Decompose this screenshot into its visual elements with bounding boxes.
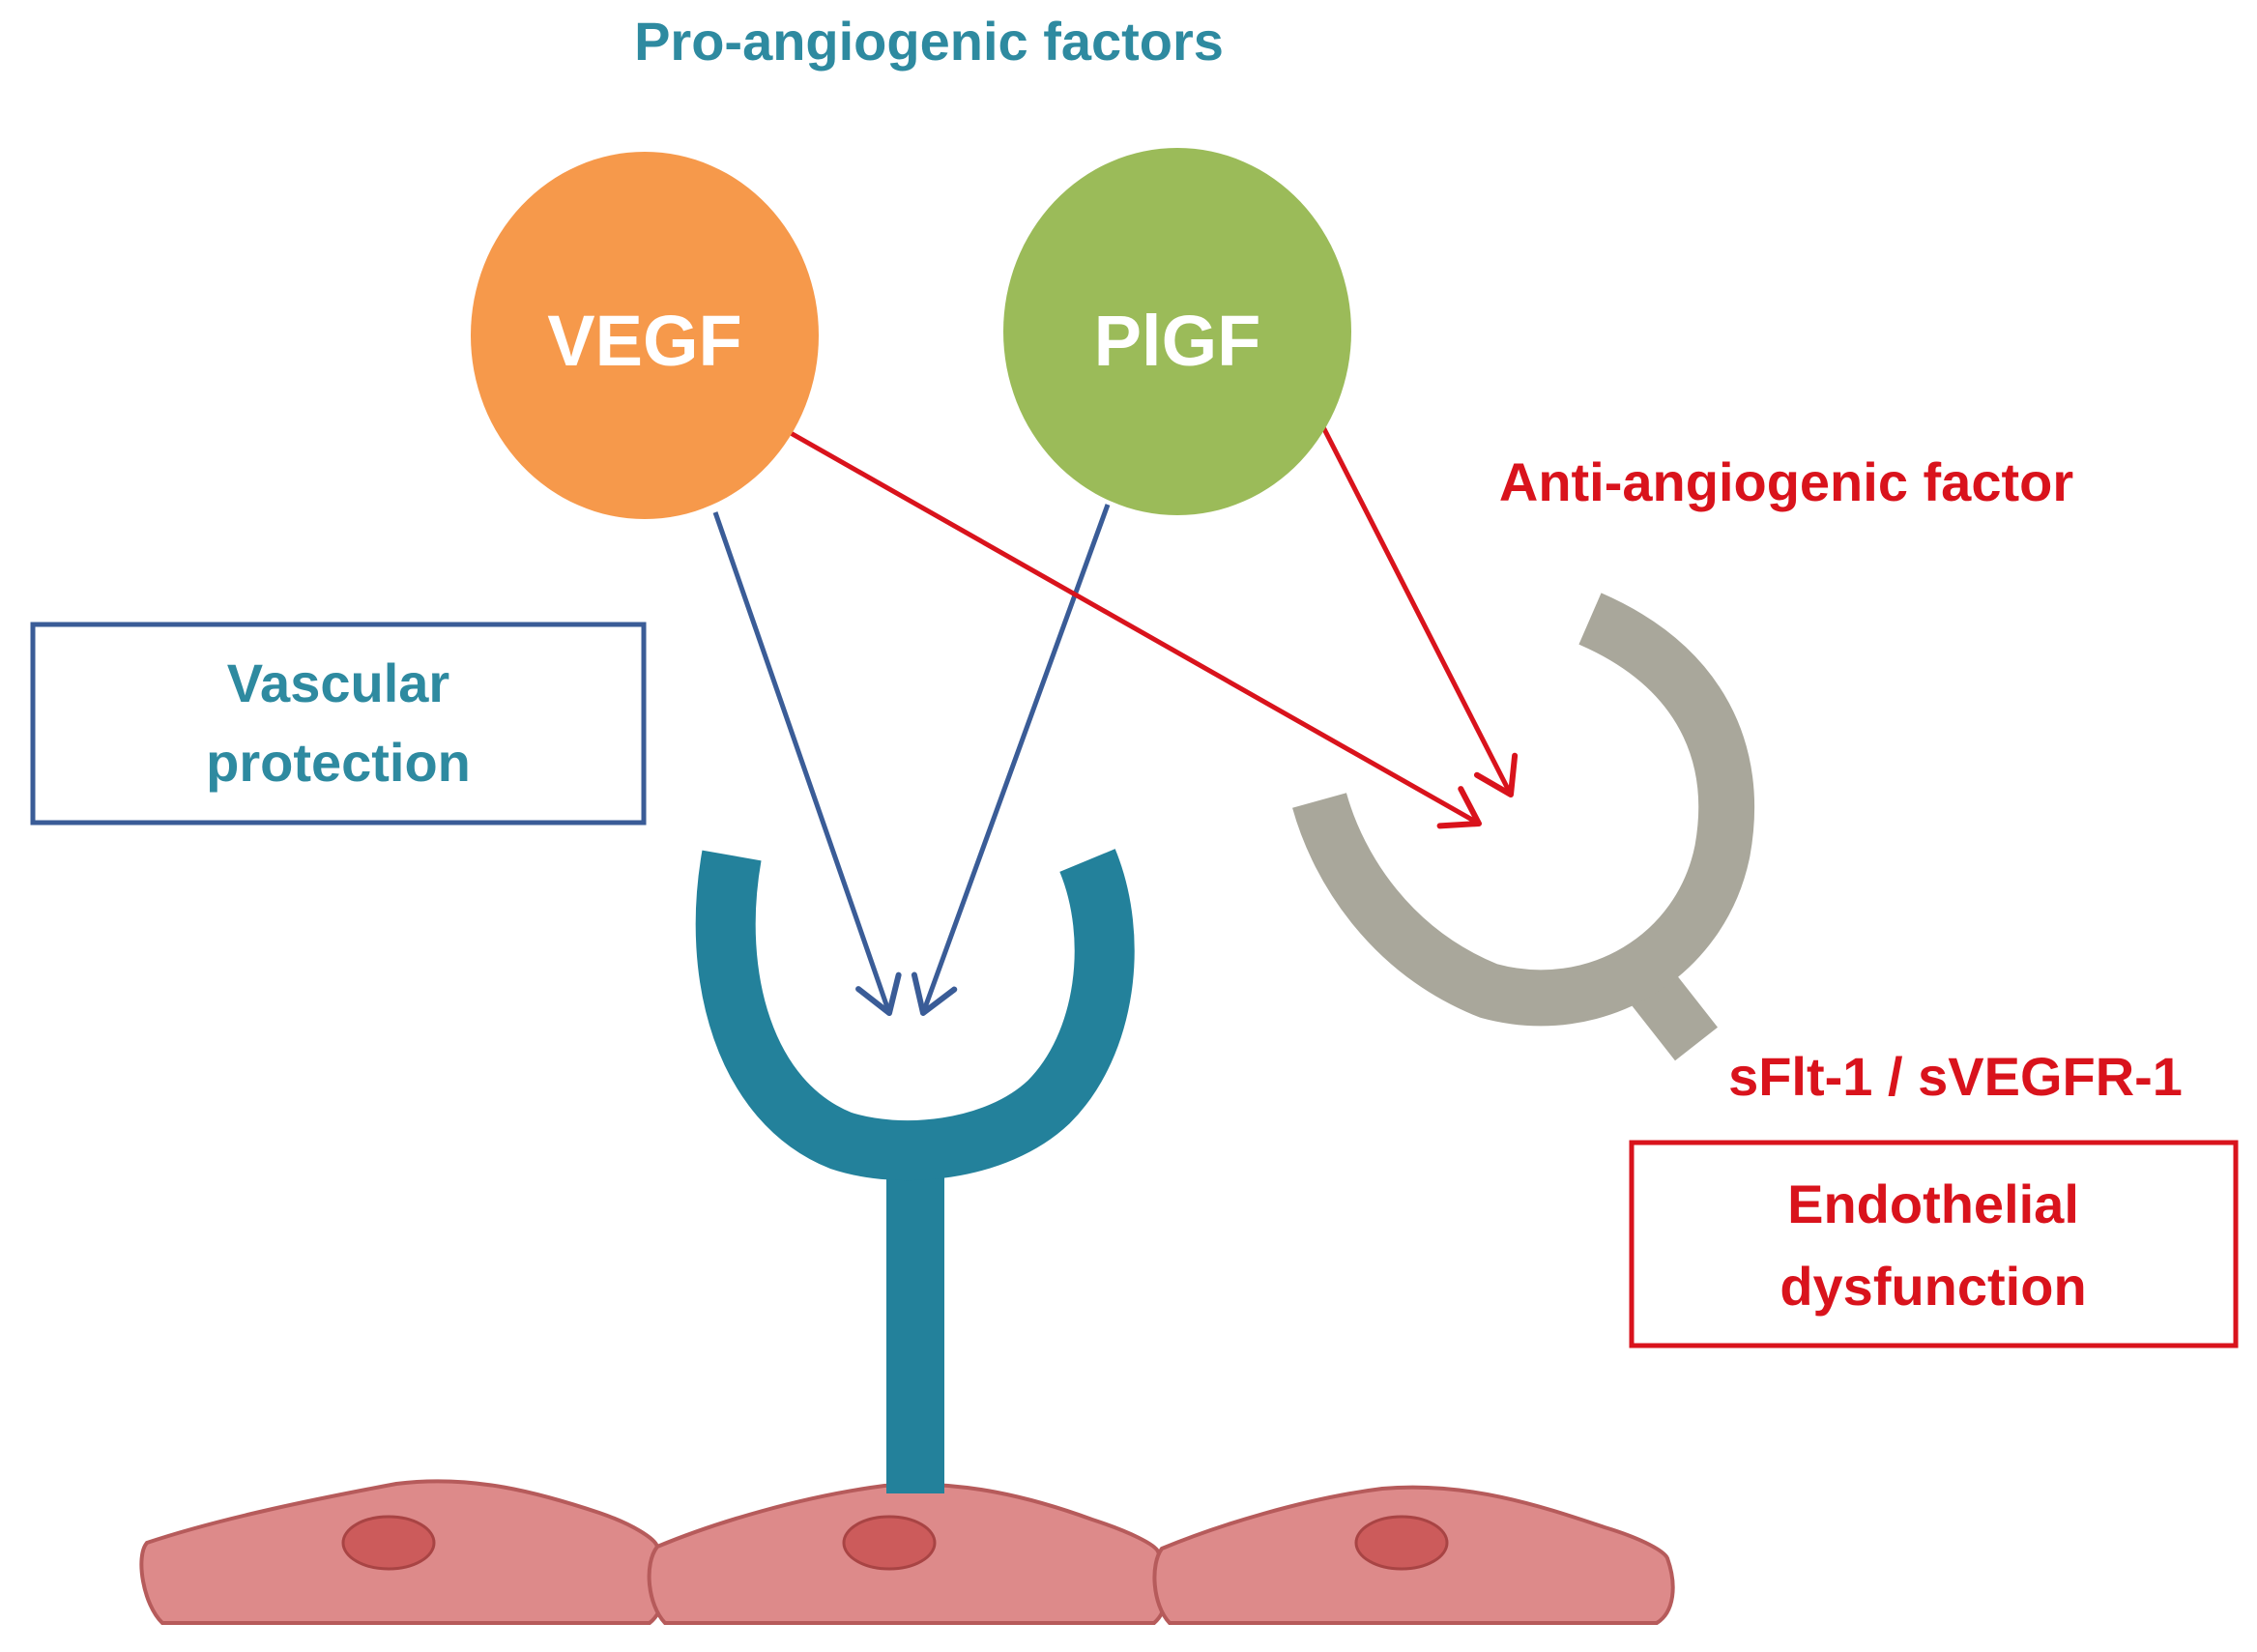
arrow-plgf-to-soluble-receptor [1318, 421, 1519, 797]
plgf-label: PlGF [1094, 301, 1261, 381]
vascular-protection-frame [30, 622, 647, 826]
receptor-stem [886, 1160, 944, 1493]
soluble-receptor-cup [1292, 593, 1755, 1027]
soluble-receptor [1292, 593, 1755, 1061]
arrow-plgf-to-receptor [911, 504, 1111, 1016]
arrow-vegf-to-soluble-receptor [789, 430, 1482, 829]
cell-nucleus [1354, 1515, 1449, 1571]
receptor-cup [695, 849, 1135, 1181]
endothelial-dysfunction-box: Endothelial dysfunction [1629, 1140, 2239, 1348]
endothelial-cells [139, 1479, 1675, 1625]
endothelial-dysfunction-line2: dysfunction [1780, 1256, 2086, 1317]
cell-nucleus [842, 1515, 937, 1571]
anti-angiogenic-label: Anti-angiogenic factor [1499, 451, 2073, 512]
plgf-circle [1003, 148, 1351, 515]
cell-nucleus [341, 1515, 436, 1571]
endothelial-dysfunction-frame [1629, 1140, 2239, 1348]
membrane-receptor [695, 849, 1135, 1493]
vascular-protection-line1: Vascular [227, 652, 449, 713]
arrow-vegf-to-receptor [712, 511, 902, 1016]
vascular-protection-box: Vascular protection [30, 622, 647, 826]
vegf-circle [471, 152, 819, 519]
vegf-factor: VEGF [471, 152, 819, 519]
endothelial-dysfunction-line1: Endothelial [1787, 1174, 2079, 1234]
vegf-label: VEGF [547, 301, 741, 381]
plgf-factor: PlGF [1003, 148, 1351, 515]
pro-angiogenic-title: Pro-angiogenic factors [634, 11, 1224, 72]
sflt1-label: sFlt-1 / sVEGFR-1 [1728, 1046, 2183, 1107]
vascular-protection-line2: protection [206, 732, 471, 793]
